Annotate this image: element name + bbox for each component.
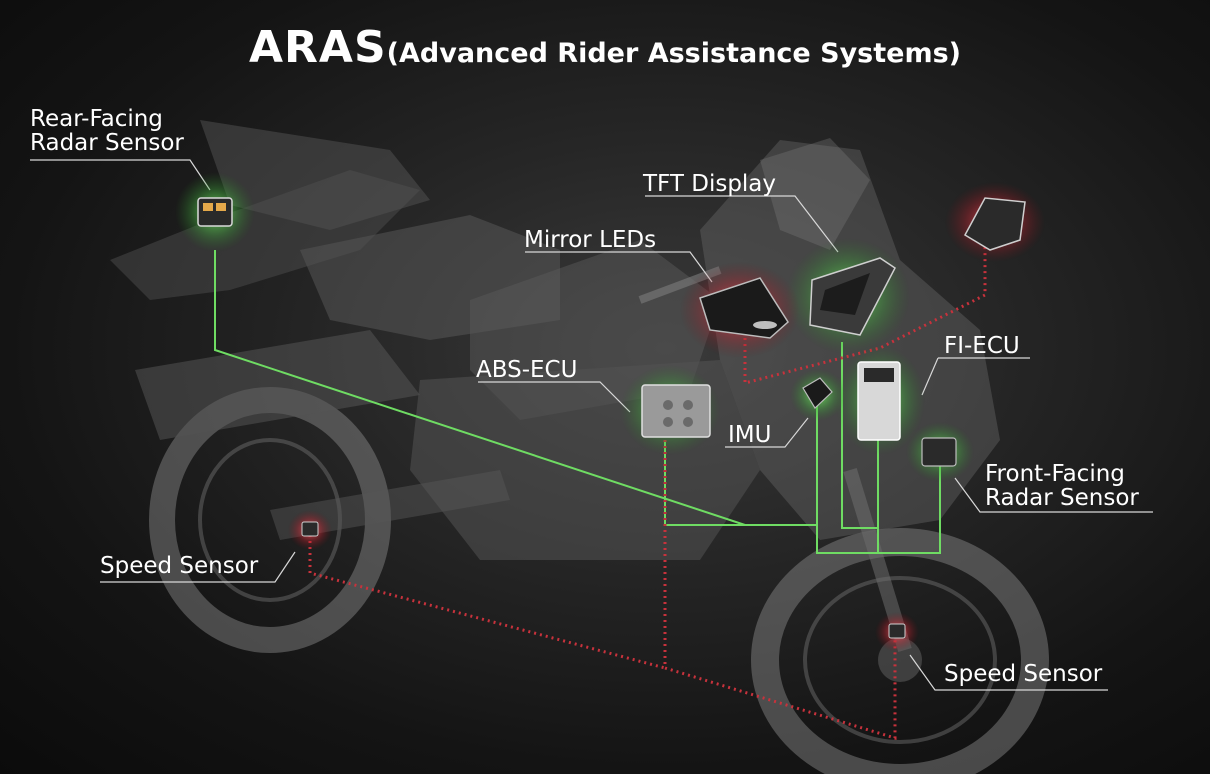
- label-speed-sensor-rear: Speed Sensor: [100, 553, 259, 579]
- label-abs-ecu: ABS-ECU: [476, 357, 578, 383]
- label-rear-radar-line2: Radar Sensor: [30, 130, 184, 156]
- rear-radar-sensor: [175, 172, 255, 252]
- leader-lines: [30, 159, 1153, 691]
- title-subtitle: (Advanced Rider Assistance Systems): [386, 38, 962, 69]
- label-speed-sensor-front: Speed Sensor: [944, 661, 1103, 687]
- imu: [790, 369, 846, 421]
- diagram-title: ARAS(Advanced Rider Assistance Systems): [0, 22, 1210, 73]
- label-front-radar-line2: Radar Sensor: [985, 485, 1139, 511]
- label-imu: IMU: [728, 422, 772, 448]
- title-main: ARAS: [248, 22, 387, 73]
- label-rear-radar-line1: Rear-Facing: [30, 106, 163, 132]
- right-mirror: [945, 182, 1045, 262]
- label-front-radar-sensor: Front-Facing Radar Sensor: [985, 462, 1139, 510]
- label-fi-ecu: FI-ECU: [944, 333, 1020, 359]
- tft-display: [786, 238, 910, 354]
- mirror-led: [680, 262, 800, 358]
- rear-speed-sensor: [288, 510, 332, 550]
- label-tft-display: TFT Display: [643, 171, 777, 197]
- front-speed-sensor: [875, 612, 919, 652]
- label-front-radar-line1: Front-Facing: [985, 461, 1125, 487]
- label-mirror-leds: Mirror LEDs: [524, 227, 657, 253]
- label-rear-radar-sensor: Rear-Facing Radar Sensor: [30, 107, 184, 155]
- fi-ecu: [835, 345, 925, 455]
- abs-ecu: [620, 365, 720, 455]
- front-radar-sensor: [906, 422, 974, 482]
